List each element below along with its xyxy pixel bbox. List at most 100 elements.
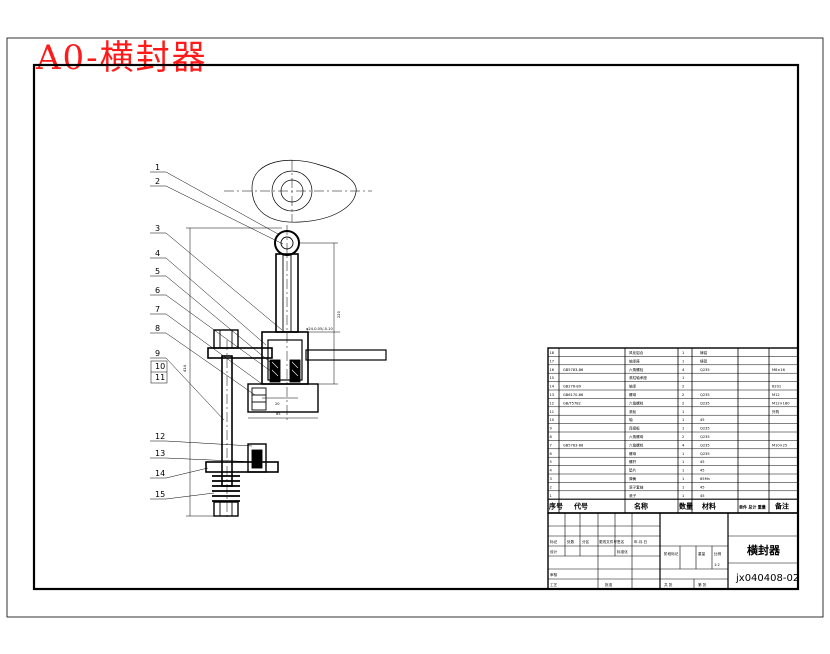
bom-row-name: 螺杆: [629, 459, 637, 464]
bom-row-no: 10: [550, 418, 555, 422]
part-label-7: 7: [155, 305, 160, 314]
top-view: [224, 159, 372, 223]
bom-header-qty: 数量: [679, 502, 693, 511]
bom-row-qty: 1: [682, 460, 684, 464]
bom-row-material: 45: [700, 418, 705, 422]
tb-scale: 1:2: [714, 563, 720, 567]
bom-row-no: 9: [550, 427, 553, 431]
bom-row-qty: 1: [682, 376, 684, 380]
bom-row-note: M12: [772, 393, 780, 397]
bom-row-no: 15: [550, 376, 555, 380]
bom-row-qty: 2: [682, 385, 684, 389]
bom-row-no: 4: [550, 469, 553, 473]
part-label-5: 5: [155, 267, 160, 276]
bom-row-name: 轴承座: [629, 358, 640, 363]
bom-row-material: 45: [700, 460, 705, 464]
tb-sheet-no: 第 张: [698, 582, 707, 587]
bom-row-qty: 2: [682, 401, 684, 405]
bom-row-no: 1: [550, 494, 552, 498]
bom-row-material: Q235: [700, 368, 710, 372]
tb-standard: 标准化: [617, 549, 628, 554]
dimension-d1: φ24-0.05/-0.10: [306, 327, 333, 331]
tb-label-zone: 分区: [582, 539, 590, 544]
tb-label-mark: 标记: [550, 539, 558, 544]
tb-check: 审核: [550, 572, 558, 577]
bom-row-qty: 1: [682, 494, 684, 498]
tb-label-count: 处数: [567, 539, 575, 544]
bom-row-note: M12×180: [772, 401, 790, 405]
bom-row-code: GB5783-86: [563, 368, 584, 372]
bom-row-note: 6201: [772, 385, 781, 389]
bom-row-name: 弹簧: [629, 476, 637, 481]
bom-row-note: 外购: [772, 409, 780, 414]
sheet-outer-border: [6, 37, 824, 618]
bom-row-no: 18: [550, 351, 555, 355]
dimension-d5: 414: [183, 364, 187, 372]
title-block-text: 标记 处数 分区 更改文件号 签名 年.月.日 设计 标准化 审核 工艺 批准 …: [550, 539, 799, 587]
bom-row-name: 滚轮: [629, 409, 637, 414]
bom-row-material: Q235: [700, 393, 710, 397]
bom-row-material: Q235: [700, 452, 710, 456]
bom-row-name: 风化铝合: [629, 350, 644, 355]
tb-label-sign: 签名: [617, 539, 625, 544]
tb-label-date: 年.月.日: [634, 539, 647, 544]
bom-row-name: 滚子套轴: [629, 484, 644, 489]
bom-row-material: Q235: [700, 427, 710, 431]
part-label-13: 13: [155, 449, 165, 458]
bom-row-name: 轴承: [629, 384, 637, 389]
tb-weight: 重量: [698, 551, 706, 556]
part-label-10: 10: [155, 362, 165, 371]
bom-row-qty: 1: [682, 469, 684, 473]
bom-row-no: 7: [550, 443, 552, 447]
label-box-10-11: [150, 360, 168, 384]
leader-lines: [150, 171, 284, 500]
bom-row-material: Q235: [700, 443, 710, 447]
bom-row-name: 六角螺栓: [629, 367, 644, 372]
bom-row-material: 45: [700, 469, 705, 473]
bom-row-qty: 2: [682, 435, 684, 439]
bom-row-code: GB6170-86: [563, 393, 584, 397]
bom-row-qty: 4: [682, 368, 685, 372]
bom-row-material: Q235: [700, 435, 710, 439]
bom-row-material: 45: [700, 485, 705, 489]
front-assembly: [205, 225, 387, 520]
bom-row-material: 铸铝: [700, 358, 708, 363]
bom-header-note: 备注: [774, 502, 789, 511]
part-label-1: 1: [155, 163, 160, 172]
bom-row-no: 13: [550, 393, 555, 397]
part-label-6: 6: [155, 286, 160, 295]
bom-row-material: 65Mn: [700, 477, 710, 481]
bill-of-materials: [547, 347, 799, 514]
title-block: [547, 512, 799, 590]
bom-row-name: 连接板: [629, 426, 640, 431]
part-label-11: 11: [155, 373, 165, 382]
tb-ratio: 比例: [714, 551, 722, 556]
bom-row-no: 11: [550, 410, 555, 414]
bom-header-weight: 单件 总计 重量: [739, 504, 766, 510]
bom-row-code: GB5783-86: [563, 443, 584, 447]
part-label-4: 4: [155, 249, 160, 258]
tb-approve: 批准: [605, 582, 613, 587]
bom-header-code: 代号: [573, 502, 588, 511]
bom-row-code: GB276-89: [563, 385, 582, 389]
part-label-14: 14: [155, 469, 165, 478]
bom-row-qty: 1: [682, 485, 684, 489]
bom-row-no: 3: [550, 477, 552, 481]
bom-row-qty: 1: [682, 477, 684, 481]
bom-row-name: 六角螺栓: [629, 442, 644, 447]
bom-row-code: GB/T5782: [563, 401, 581, 405]
part-number-labels: 1 2 3 4 5 6 7 8 9 10 11 12 13 14 15: [155, 163, 165, 499]
bom-row-no: 16: [550, 368, 555, 372]
bom-row-name: 垫片: [629, 468, 637, 473]
bom-header-name: 名称: [634, 502, 648, 511]
bom-row-qty: 1: [682, 410, 684, 414]
bom-row-qty: 1: [682, 452, 684, 456]
bom-row-no: 6: [550, 452, 553, 456]
bom-row-material: 铸铝: [700, 350, 708, 355]
bom-header-material: 材料: [701, 502, 716, 511]
bom-row-name: 滚子: [629, 493, 637, 498]
part-label-8: 8: [155, 324, 160, 333]
tb-drawing-code: jx040408-02: [735, 573, 799, 584]
